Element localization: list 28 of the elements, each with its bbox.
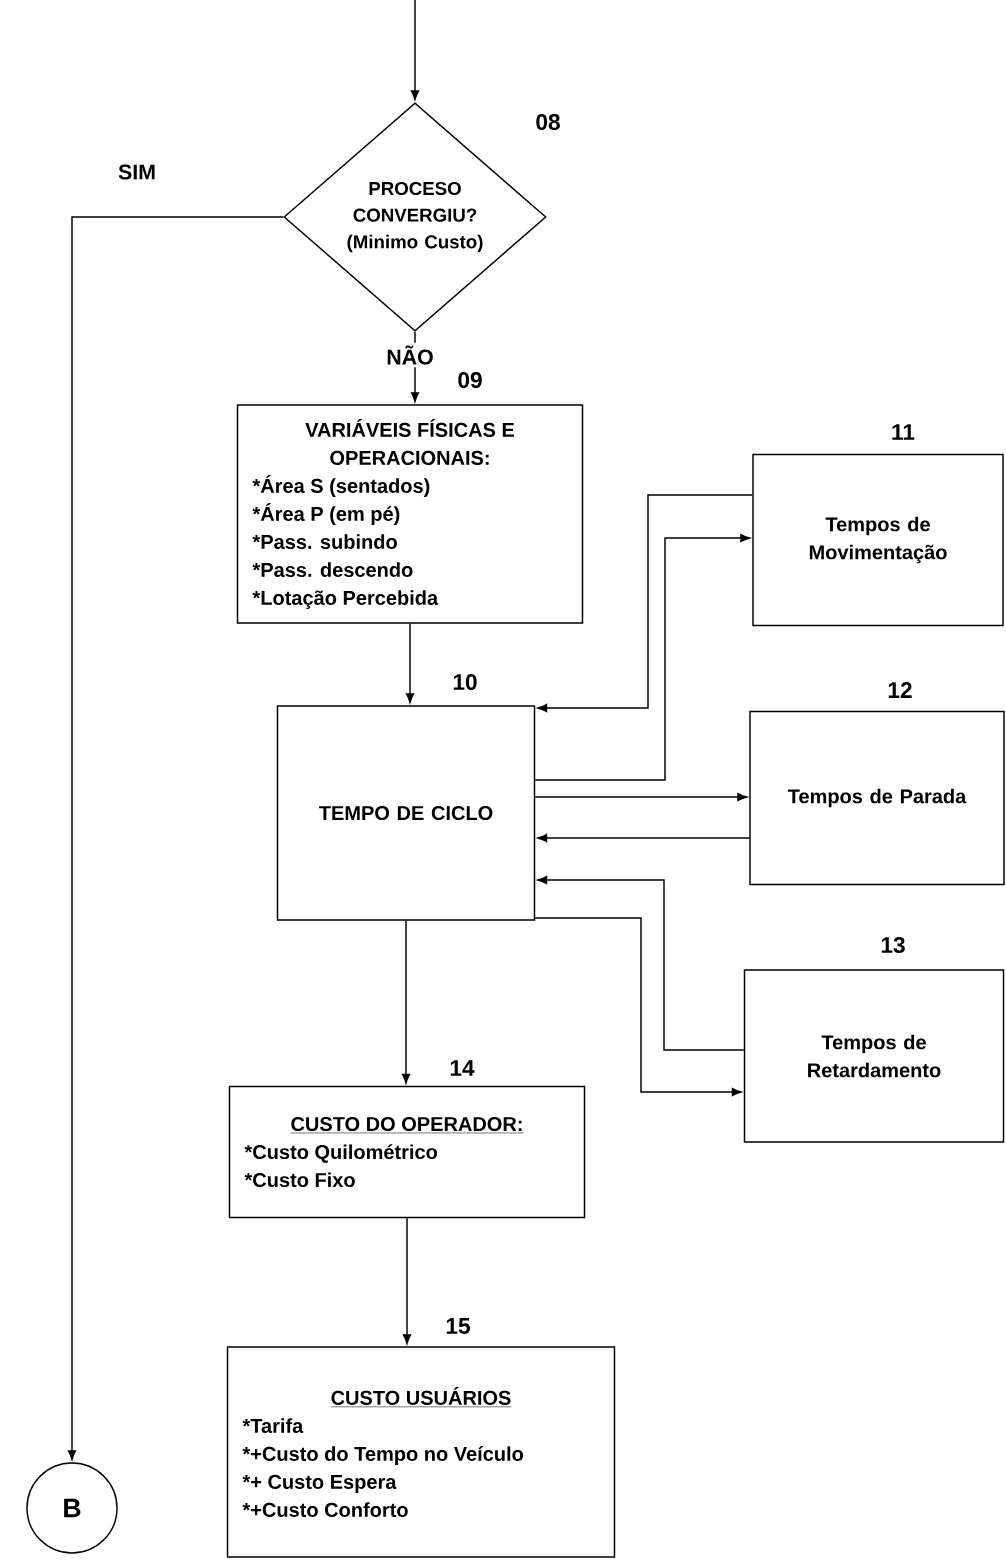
step-number: 15: [446, 1318, 470, 1334]
process-box: CUSTO USUÁRIOS *Tarifa *+Custo do Tempo no Veículo *+ Custo Espera *+Custo Conforto: [226, 1346, 616, 1558]
step-number: 08: [536, 114, 560, 131]
process-box: TEMPO DE CICLO: [276, 705, 536, 921]
arrow: [534, 917, 742, 1097]
step-number: 14: [450, 1060, 475, 1076]
arrow: [537, 833, 750, 843]
edge-label: SIM: [118, 164, 155, 180]
step-number: 12: [888, 682, 912, 698]
arrow: [410, 0, 420, 101]
arrow: [534, 792, 748, 802]
edge-label: NÃO: [383, 342, 437, 368]
arrow: [405, 623, 415, 704]
arrow: [537, 875, 745, 1051]
step-number: 11: [892, 424, 915, 440]
arrow: [402, 1217, 412, 1345]
process-box: Tempos de Parada: [749, 710, 1005, 886]
step-number: 09: [458, 372, 482, 389]
step-number: 10: [453, 674, 477, 691]
process-box: VARIÁVEIS FÍSICAS E OPERACIONAIS: *Área S (sentados) *Área P (em pé) *Pass. subindo *Pass. descendo *Lotação Percebida: [236, 404, 584, 624]
process-box: Tempos de Movimentação: [752, 453, 1004, 627]
arrow: [67, 216, 284, 1461]
process-box: Tempos de Retardamento: [743, 969, 1005, 1143]
arrow: [401, 920, 411, 1084]
step-number: 13: [881, 936, 905, 954]
arrow: [534, 533, 751, 781]
process-box: CUSTO DO OPERADOR: *Custo Quilométrico *Custo Fixo: [228, 1085, 586, 1219]
arrow: [537, 494, 753, 713]
